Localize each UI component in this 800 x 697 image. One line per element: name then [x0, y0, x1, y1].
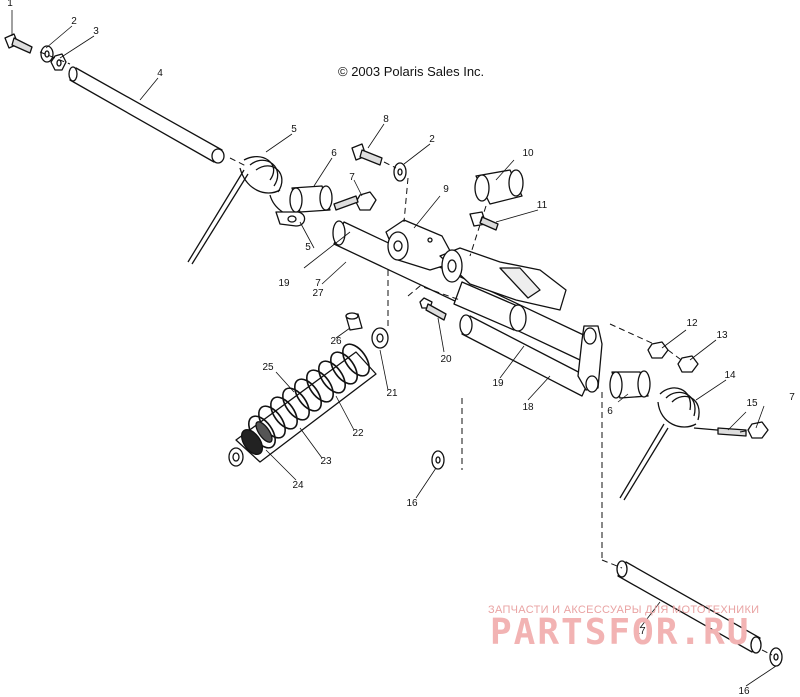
part-nut-12 — [647, 341, 669, 359]
part-bolt-1 — [4, 33, 33, 54]
callout-14: 14 — [724, 370, 736, 381]
callout-19: 19 — [278, 278, 290, 289]
part-tube-upper — [453, 281, 527, 332]
callout-10: 10 — [522, 148, 534, 159]
part-shaft-18 — [459, 314, 591, 397]
callout-numbers: 1234567821091175192726202521222324121314… — [7, 0, 795, 697]
part-bushing-6-right — [609, 370, 651, 399]
part-torsion-spring-5-left — [187, 156, 301, 265]
callout-8: 8 — [383, 114, 389, 125]
callout-17: 17 — [634, 626, 646, 637]
callout-3: 3 — [93, 26, 99, 37]
callout-16: 16 — [738, 686, 750, 697]
callout-2: 2 — [71, 16, 77, 27]
callout-24: 24 — [292, 480, 304, 491]
callout-12: 12 — [686, 318, 698, 329]
callout-5: 5 — [291, 124, 297, 135]
part-bushing-6-upper — [289, 185, 333, 213]
callout-18: 18 — [522, 402, 534, 413]
callout-1: 1 — [7, 0, 13, 9]
callout-21: 21 — [386, 388, 398, 399]
watermark-brand: PARTSFOR.RU — [490, 612, 751, 653]
callout-2: 2 — [429, 134, 435, 145]
callout-11: 11 — [537, 200, 548, 211]
callout-13: 13 — [716, 330, 728, 341]
part-torsion-spring-14-right — [619, 387, 741, 501]
part-shock-boot-23 — [240, 421, 273, 456]
part-bolt-20 — [419, 297, 447, 321]
callout-25: 25 — [262, 362, 274, 373]
callout-6: 6 — [331, 148, 337, 159]
callout-7: 7 — [789, 392, 795, 403]
callout-7: 7 — [349, 172, 355, 183]
part-bolt-8 — [351, 143, 383, 166]
watermark-tagline: ЗАПЧАСТИ И АКСЕССУАРЫ ДЛЯ МОТОТЕХНИКИ — [488, 604, 760, 616]
copyright-text: © 2003 Polaris Sales Inc. — [338, 64, 485, 79]
callout-6: 6 — [607, 406, 613, 417]
part-bolt-11 — [469, 211, 499, 231]
callout-27: 27 — [312, 288, 324, 299]
callout-7: 7 — [315, 278, 321, 289]
part-rod-4 — [68, 66, 225, 164]
callout-9: 9 — [443, 184, 449, 195]
part-spacer-26 — [345, 312, 363, 331]
callout-4: 4 — [157, 68, 163, 79]
part-rod-17 — [616, 560, 762, 654]
callout-16: 16 — [406, 498, 418, 509]
part-bushing-10 — [474, 169, 524, 205]
assembly-lines — [39, 51, 773, 656]
callout-22: 22 — [352, 428, 364, 439]
callout-20: 20 — [440, 354, 452, 365]
callout-15: 15 — [746, 398, 758, 409]
part-bolt-15 — [717, 427, 747, 437]
callout-26: 26 — [330, 336, 342, 347]
callout-5: 5 — [305, 242, 311, 253]
part-bracket-9 — [385, 219, 457, 271]
part-nut-7-right — [747, 421, 769, 439]
part-nut-13 — [677, 355, 699, 373]
leader-lines — [11, 10, 777, 687]
part-nut-7 — [355, 191, 377, 211]
callout-19: 19 — [492, 378, 504, 389]
part-link-plate — [577, 325, 603, 393]
callout-23: 23 — [320, 456, 332, 467]
part-arm-bracket — [439, 247, 567, 311]
